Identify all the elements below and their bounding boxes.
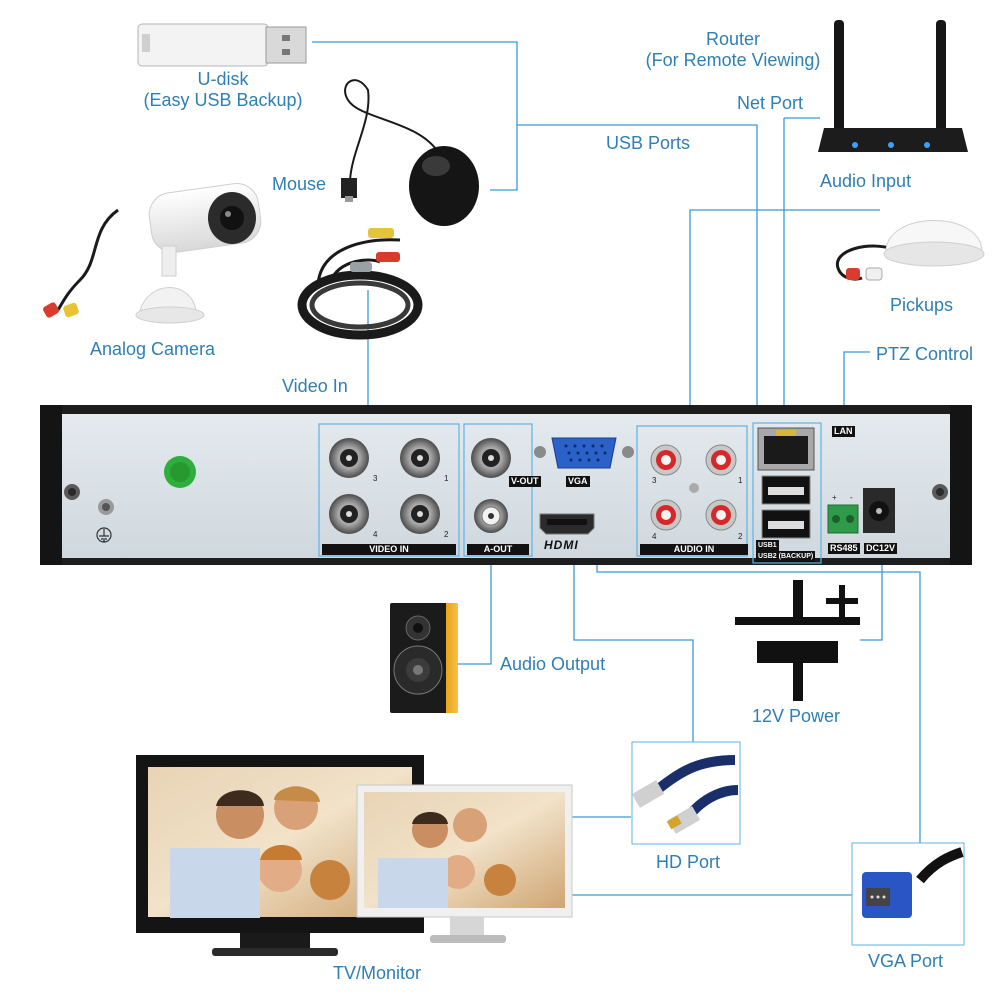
- analog-camera-label: Analog Camera: [90, 339, 216, 359]
- vga-port-label: VGA Port: [868, 951, 944, 971]
- udisk-label-line2: (Easy USB Backup): [143, 90, 303, 110]
- net-port-label: Net Port: [737, 93, 804, 113]
- a-out-panel-label: A-OUT: [467, 544, 529, 555]
- bnc-connector: [329, 438, 369, 478]
- router-label: Router (For Remote Viewing): [636, 29, 830, 71]
- audio-in-panel-label: AUDIO IN: [640, 544, 748, 555]
- monitor-icon: [356, 784, 573, 943]
- dc12v-panel-label: DC12V: [864, 543, 898, 554]
- av-out-block: [463, 423, 533, 557]
- bnc-connector: [329, 494, 369, 534]
- bnc-connector: [400, 438, 440, 478]
- vga-cable-icon: [851, 842, 965, 946]
- plus-mark: +: [832, 493, 837, 502]
- vga-connector: [534, 437, 634, 469]
- hd-port-label: HD Port: [656, 852, 721, 872]
- vga-panel-label: VGA: [566, 476, 590, 487]
- lan-usb-block: [752, 422, 822, 564]
- video-in-label: Video In: [282, 376, 348, 396]
- hdmi-cable-icon: [631, 741, 741, 845]
- video-channel-number: 1: [444, 474, 449, 483]
- video-channel-number: 3: [373, 474, 378, 483]
- bnc-cable-icon: [297, 228, 423, 340]
- video-channel-number: 4: [373, 530, 378, 539]
- audio-output-label: Audio Output: [500, 654, 606, 674]
- power-12v-label: 12V Power: [752, 706, 841, 726]
- rs485-panel-label: RS485: [828, 543, 860, 554]
- microphone-icon: [835, 220, 985, 281]
- usb2-panel-label: USB2 (BACKUP): [756, 551, 816, 562]
- speaker-icon: [390, 603, 458, 713]
- video-in-block: [318, 423, 460, 557]
- video-channel-number: 2: [444, 530, 449, 539]
- audio-channel-number: 4: [652, 532, 657, 541]
- rs485-dc-block: [827, 488, 895, 534]
- mouse-label: Mouse: [272, 174, 327, 194]
- rca-jack: [650, 444, 682, 476]
- hdmi-panel-label: HDMI: [544, 538, 579, 552]
- bnc-connector: [400, 494, 440, 534]
- tv-monitor-label: TV/Monitor: [333, 963, 422, 983]
- battery-symbol-icon: [735, 580, 860, 701]
- v-out-panel-label: V-OUT: [509, 476, 541, 487]
- rca-jack: [705, 499, 737, 531]
- usb-ports-line: [517, 124, 758, 428]
- router-label-line1: Router: [705, 29, 761, 49]
- audio-input-line: [689, 209, 880, 428]
- hdmi-line: [573, 545, 694, 742]
- minus-mark: -: [850, 493, 853, 502]
- rca-jack: [705, 444, 737, 476]
- lan-panel-label: LAN: [832, 426, 855, 437]
- usb1-panel-label: USB1: [756, 540, 779, 551]
- udisk-label-line1: U-disk: [197, 69, 249, 89]
- pickups-label: Pickups: [890, 295, 954, 315]
- usb-ports-label: USB Ports: [606, 133, 691, 153]
- mouse-icon: [341, 79, 479, 226]
- router-label-line2: (For Remote Viewing): [645, 50, 821, 70]
- camera-icon: [43, 182, 262, 324]
- router-icon: [818, 20, 968, 152]
- audio-channel-number: 3: [652, 476, 657, 485]
- audio-channel-number: 2: [738, 532, 743, 541]
- video-in-panel-label: VIDEO IN: [322, 544, 456, 555]
- usb-drive-icon: [137, 23, 307, 67]
- udisk-label: U-disk (Easy USB Backup): [135, 69, 311, 111]
- usb-drive-line: [312, 41, 518, 191]
- ground-icon: [96, 527, 112, 543]
- rca-jack: [650, 499, 682, 531]
- audio-output-line: [458, 560, 492, 665]
- ptz-control-label: PTZ Control: [876, 344, 974, 364]
- hdmi-connector: [539, 513, 595, 535]
- audio-in-block: [636, 425, 748, 557]
- audio-input-label: Audio Input: [820, 171, 912, 191]
- audio-channel-number: 1: [738, 476, 743, 485]
- power-line: [860, 560, 883, 641]
